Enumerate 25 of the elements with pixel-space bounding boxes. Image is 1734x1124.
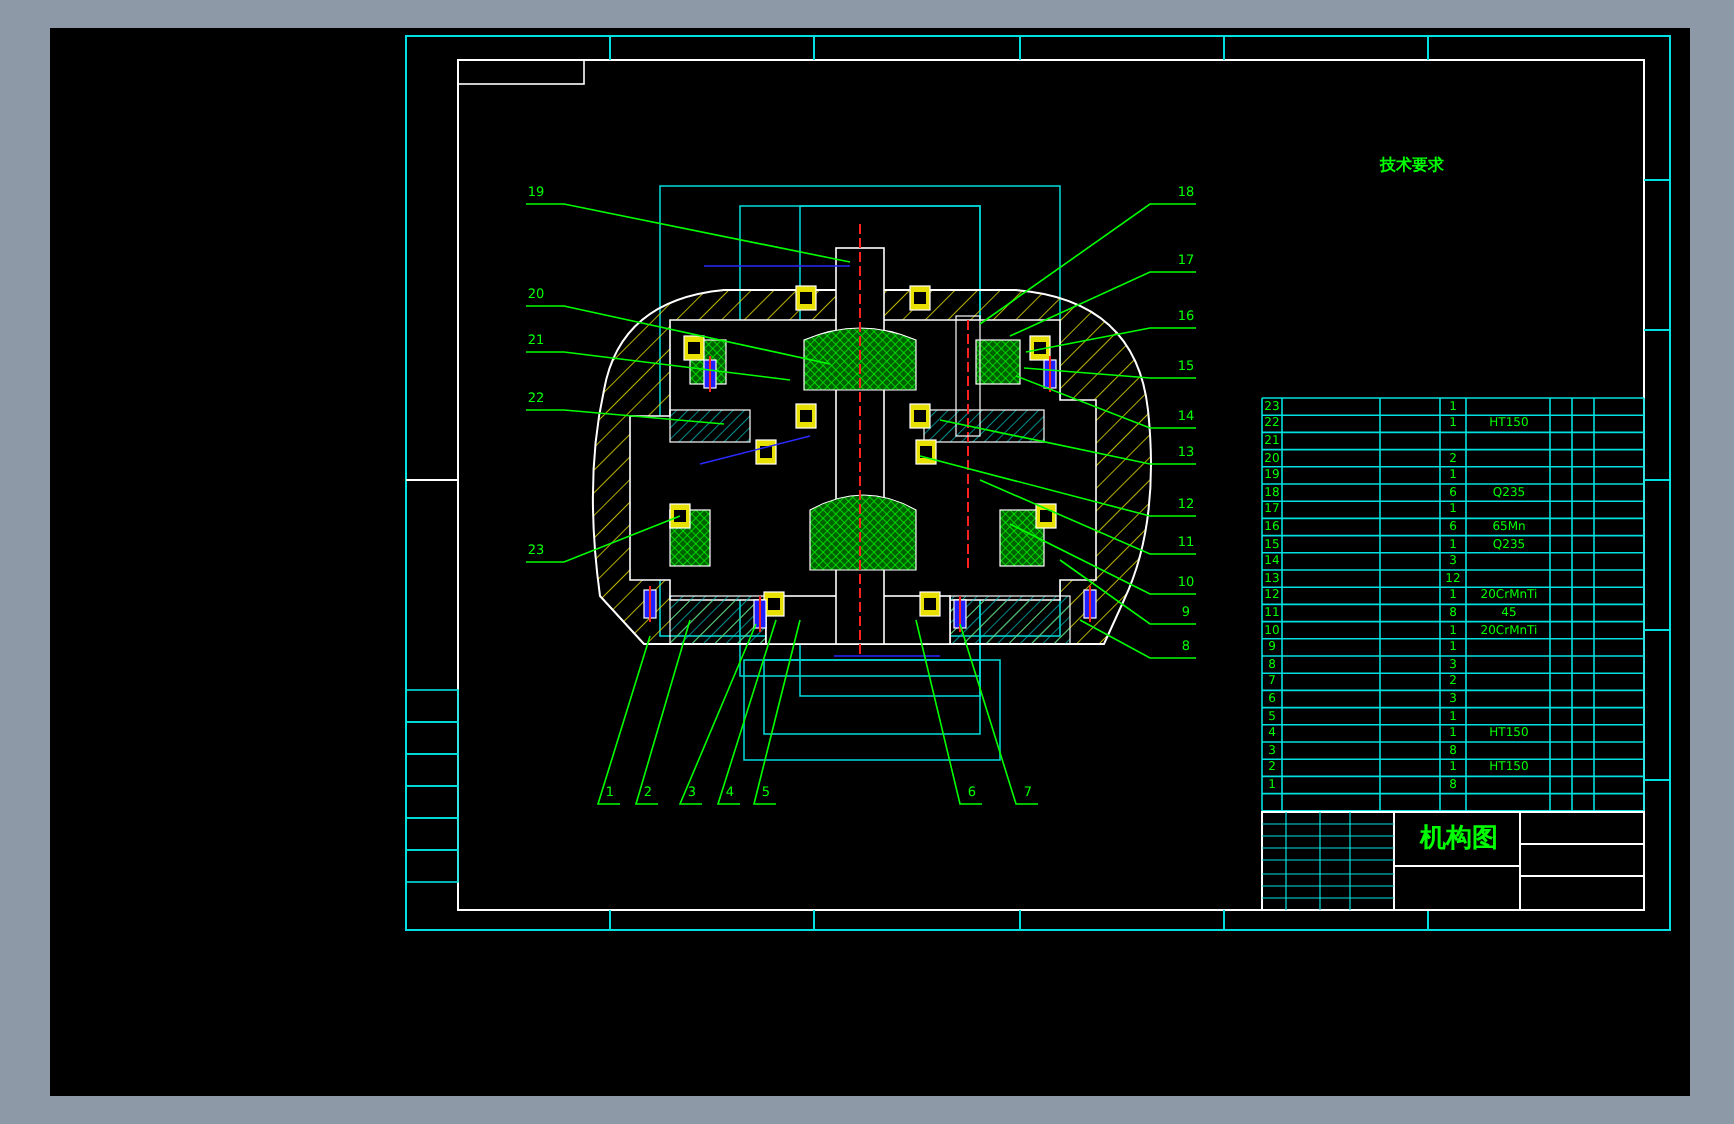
drawing-title: 机构图 xyxy=(1420,824,1498,854)
leader-line xyxy=(915,619,983,805)
leader-line xyxy=(525,351,791,381)
leader-line xyxy=(596,635,651,805)
leader-line xyxy=(1015,375,1197,429)
leader-line xyxy=(752,619,801,805)
leader-line xyxy=(1023,367,1197,379)
leader-line xyxy=(1059,559,1197,625)
leader-line xyxy=(525,515,681,563)
leader-line xyxy=(716,619,777,805)
leader-line xyxy=(959,623,1039,805)
leader-line xyxy=(1009,523,1197,595)
leader-line xyxy=(979,479,1197,555)
leader-line xyxy=(634,619,691,805)
leader-line xyxy=(919,455,1197,517)
leader-line xyxy=(1025,327,1197,353)
leader-line xyxy=(525,305,831,365)
leader-line xyxy=(979,203,1197,325)
leader-line xyxy=(1009,271,1197,337)
leader-line xyxy=(939,419,1197,465)
leader-line xyxy=(525,409,725,425)
leader-line xyxy=(525,203,851,263)
leader-line xyxy=(678,623,757,805)
leader-line xyxy=(1079,619,1197,659)
requirements-heading: 技术要求 xyxy=(1380,158,1444,172)
